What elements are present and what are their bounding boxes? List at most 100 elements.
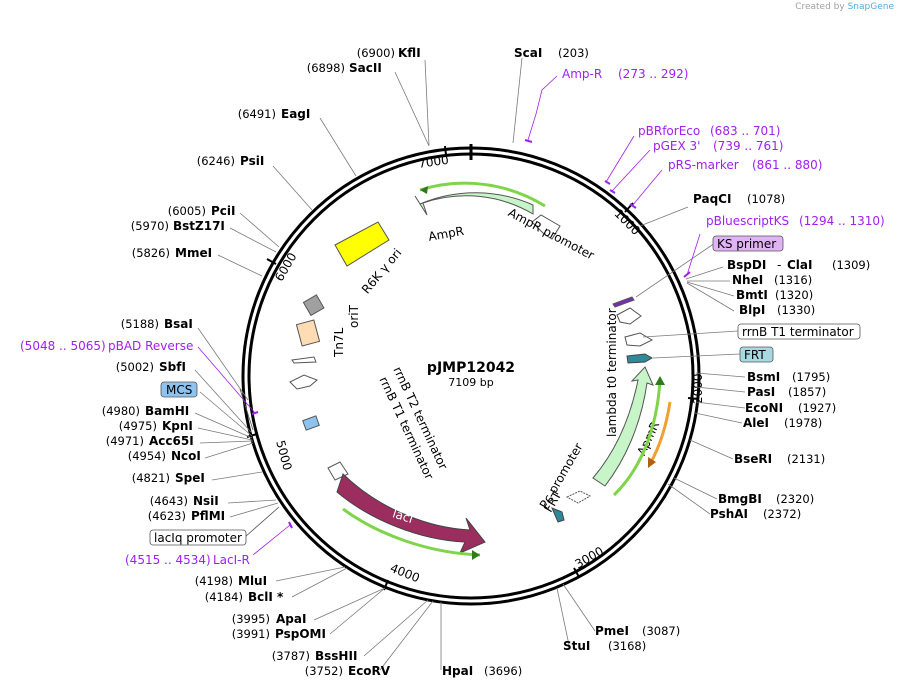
enzyme-position: (6491) <box>238 107 276 121</box>
enzyme-position: (1330) <box>777 303 815 317</box>
label-lambda-t0-terminator: lambda t0 terminator <box>605 308 619 437</box>
leader-line <box>673 477 718 500</box>
tick-label-2000: 2000 <box>691 373 705 404</box>
enzyme-paqci: PaqCI <box>693 192 731 206</box>
primer-mark <box>609 189 616 194</box>
plasmid-name: pJMP12042 <box>427 360 515 376</box>
enzyme-position: (203) <box>558 46 589 60</box>
primer-range: (4515 .. 4534) <box>125 553 211 567</box>
tick-mark <box>266 258 277 265</box>
laci-arrow <box>336 473 486 554</box>
rrnb-t1-terminator-box <box>737 323 861 340</box>
enzyme-psii: PsiI <box>240 154 264 168</box>
rrnb-t1-terminator-arrow <box>289 374 318 390</box>
enzyme-position: (4623) <box>148 509 186 523</box>
leader-line <box>667 483 711 515</box>
pc-promoter-arrow <box>565 490 592 504</box>
leader-line <box>424 59 430 146</box>
enzyme-position: (2320) <box>776 492 814 506</box>
enzyme-bsai: BsaI <box>164 317 193 331</box>
label-tn7l: Tn7L <box>332 327 346 358</box>
ampr-arrow <box>414 192 534 216</box>
enzyme-bsmi: BsmI <box>747 370 780 384</box>
leader-line <box>291 567 348 598</box>
label-frt-box: FRT <box>744 348 766 362</box>
mcs-box <box>160 381 198 398</box>
enzyme-position: (1927) <box>798 401 836 415</box>
enzyme-position: (2372) <box>763 507 801 521</box>
leader-line <box>685 266 724 280</box>
leader-line <box>379 600 434 671</box>
enzyme-position: (5002) <box>116 360 154 374</box>
tick-label-4000: 4000 <box>388 561 422 585</box>
primer-range: (739 .. 761) <box>713 139 783 153</box>
frt-bottom-block <box>551 507 565 523</box>
apmr-orf-orange-arrowhead <box>648 457 656 468</box>
label-laci: lacI <box>391 506 415 526</box>
leader-line <box>319 117 357 177</box>
ampr-promoter-arrow <box>531 214 561 240</box>
leader-line <box>695 372 746 378</box>
leader-line <box>562 583 596 632</box>
snapgene-logo: SnapGene <box>847 2 894 12</box>
leader-line <box>639 206 689 227</box>
apmr-arrow <box>592 366 654 487</box>
primer-pgex-3: pGEX 3' <box>653 139 700 153</box>
tick-label-7000: 7000 <box>417 153 449 171</box>
apmr-orf-line-green <box>612 379 662 497</box>
enzyme-position: (1316) <box>774 273 812 287</box>
enzyme-scai: ScaI <box>514 46 542 60</box>
enzyme-position: (1078) <box>747 192 785 206</box>
label-ks-primer: KS primer <box>717 237 776 251</box>
laciq-promoter-box <box>149 529 247 546</box>
label-laciq-promoter-box: lacIq promoter <box>154 531 242 545</box>
enzyme-blpi: BlpI <box>739 303 765 317</box>
enzyme-mmei: MmeI <box>175 246 212 260</box>
ampr-orf-line <box>419 181 546 208</box>
label-ampr-promoter: AmpR promoter <box>506 205 597 262</box>
primer-prs-marker: pRS-marker <box>668 158 739 172</box>
enzyme-labels-left: (6900) KflI (6898) SacII (6491) EagI (62… <box>102 46 421 678</box>
enzyme-bcli: BclI * <box>248 590 284 604</box>
enzyme-sbfi: SbfI <box>159 360 186 374</box>
laci-orf-arrowhead <box>472 550 480 560</box>
leader-line <box>694 412 743 424</box>
primer-leader <box>252 524 291 556</box>
enzyme-bamhi: BamHI <box>145 404 189 418</box>
leader-lines <box>194 57 746 671</box>
tick-mark <box>573 567 580 578</box>
primer-mark <box>604 180 611 185</box>
enzyme-position: (1795) <box>792 370 830 384</box>
enzyme-position: (2131) <box>787 452 825 466</box>
enzyme-position: (4198) <box>195 574 233 588</box>
leader-line <box>642 330 739 338</box>
leader-line <box>652 353 741 359</box>
enzyme-position: (4975) <box>119 419 157 433</box>
tick-mark <box>444 145 447 156</box>
primer-laci-r: LacI-R <box>213 553 250 567</box>
boxed-labels: KS primer rrnB T1 terminator FRT MCS lac… <box>149 235 861 546</box>
enzyme-position: (3168) <box>608 639 646 653</box>
frt-box <box>739 346 774 363</box>
ampr-orf-arrowhead <box>420 186 428 194</box>
leader-line <box>229 227 277 253</box>
rrnb-t2-terminator-arrow <box>291 356 317 364</box>
primer-mark <box>524 139 533 143</box>
primer-leader <box>686 233 701 276</box>
enzyme-position: (3696) <box>484 664 522 678</box>
box-leader <box>239 388 254 431</box>
ks-primer-box <box>712 235 784 252</box>
label-mcs-box: MCS <box>166 383 192 397</box>
enzyme-position: (3995) <box>232 612 270 626</box>
primer-range: (5048 .. 5065) <box>20 339 106 353</box>
enzyme-spei: SpeI <box>175 471 205 485</box>
tick-label-5000: 5000 <box>273 439 294 472</box>
enzyme-apai: ApaI <box>276 612 306 626</box>
apmr-orf-green-arrowhead <box>655 376 665 385</box>
primer-mark <box>629 203 637 209</box>
primer-labels: Amp-R (273 .. 292) pBRforEco (683 .. 701… <box>20 67 885 567</box>
primer-leader <box>197 346 256 414</box>
enzyme-position: (4643) <box>150 494 188 508</box>
primer-range: (683 .. 701) <box>710 124 780 138</box>
enzyme-nhei: NheI <box>732 273 763 287</box>
